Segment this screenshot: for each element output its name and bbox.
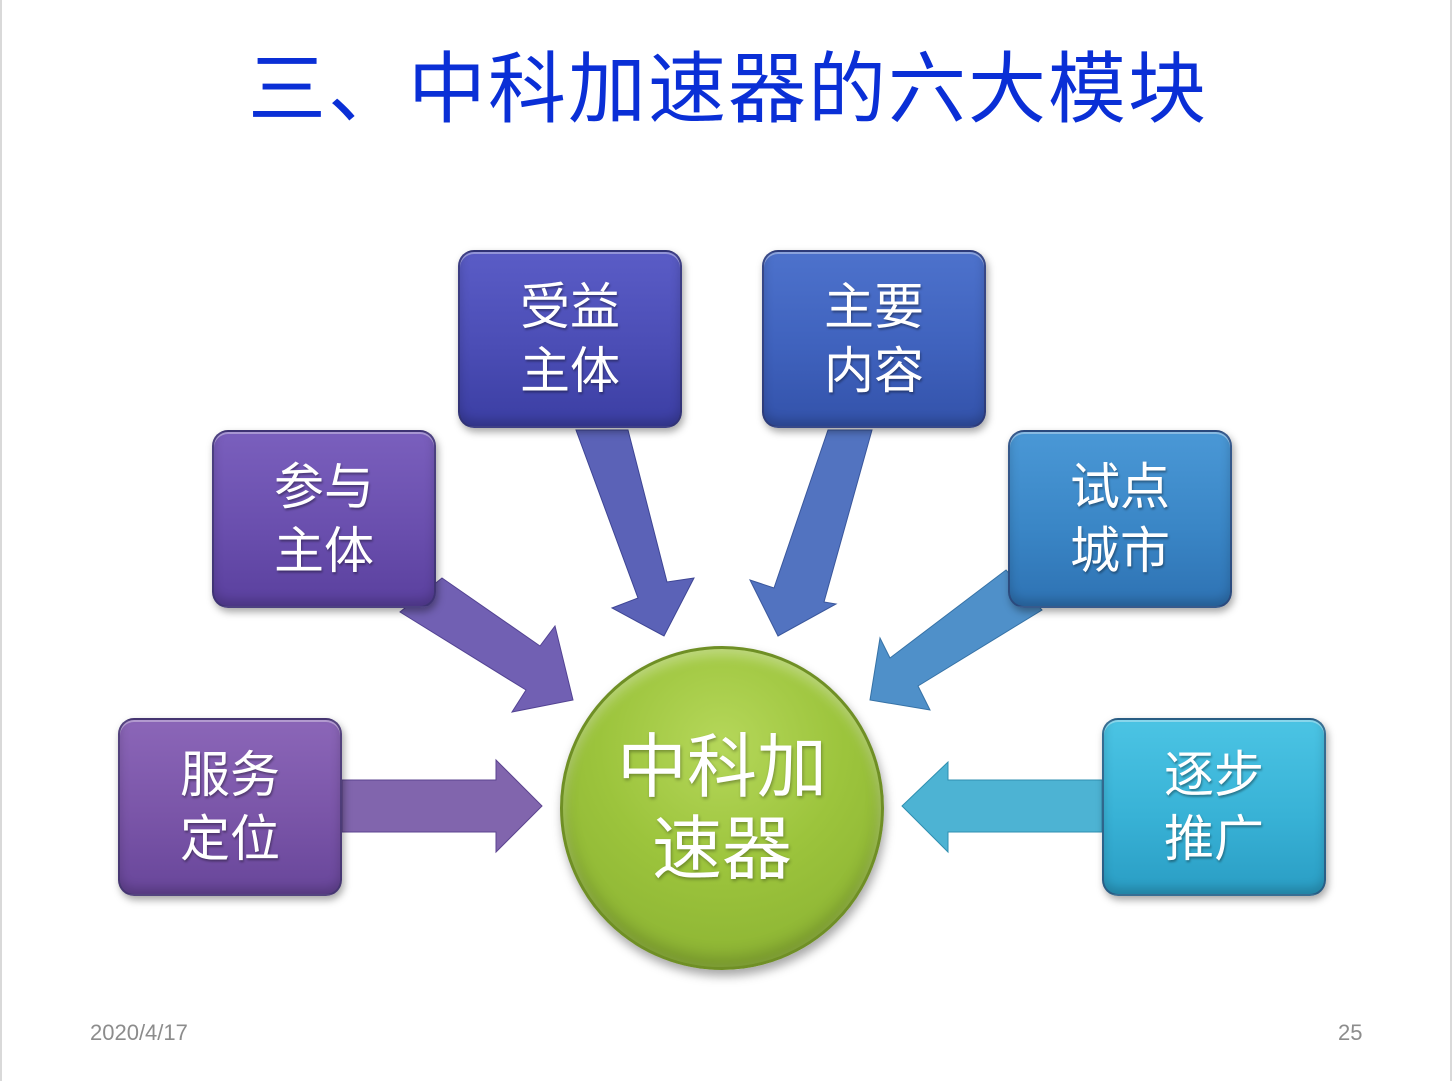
module-service-line2: 定位 — [180, 810, 280, 868]
module-service-line1: 服务 — [180, 746, 280, 804]
slide-title: 三、中科加速器的六大模块 — [247, 45, 1208, 135]
module-participants-line2: 主体 — [274, 522, 374, 580]
arrow-pilot — [869, 569, 1043, 711]
module-beneficiaries-line2: 主体 — [520, 342, 620, 400]
center-line2: 速器 — [652, 808, 792, 890]
module-pilot-box: 试点 城市 — [1008, 430, 1232, 608]
center-circle: 中科加 速器 — [560, 646, 884, 970]
module-pilot-line2: 城市 — [1070, 522, 1170, 580]
module-beneficiaries-line1: 受益 — [520, 278, 620, 336]
module-pilot-line1: 试点 — [1070, 458, 1170, 516]
module-participants-box: 参与 主体 — [212, 430, 436, 608]
center-line1: 中科加 — [617, 726, 827, 808]
module-content-line2: 内容 — [824, 342, 924, 400]
footer-page-number: 25 — [1338, 1020, 1363, 1045]
module-participants-line1: 参与 — [274, 458, 374, 516]
module-promotion-box: 逐步 推广 — [1102, 718, 1326, 896]
arrow-beneficiaries — [575, 429, 695, 637]
arrow-promotion — [901, 760, 1103, 854]
module-promotion-line2: 推广 — [1164, 810, 1264, 868]
module-content-box: 主要 内容 — [762, 250, 986, 428]
footer-date: 2020/4/17 — [90, 1020, 188, 1045]
module-service-box: 服务 定位 — [118, 718, 342, 896]
arrow-service — [341, 758, 543, 854]
module-beneficiaries-box: 受益 主体 — [458, 250, 682, 428]
arrow-content — [749, 429, 873, 637]
arrow-participants — [399, 577, 574, 713]
module-promotion-line1: 逐步 — [1164, 746, 1264, 804]
module-content-line1: 主要 — [824, 278, 924, 336]
